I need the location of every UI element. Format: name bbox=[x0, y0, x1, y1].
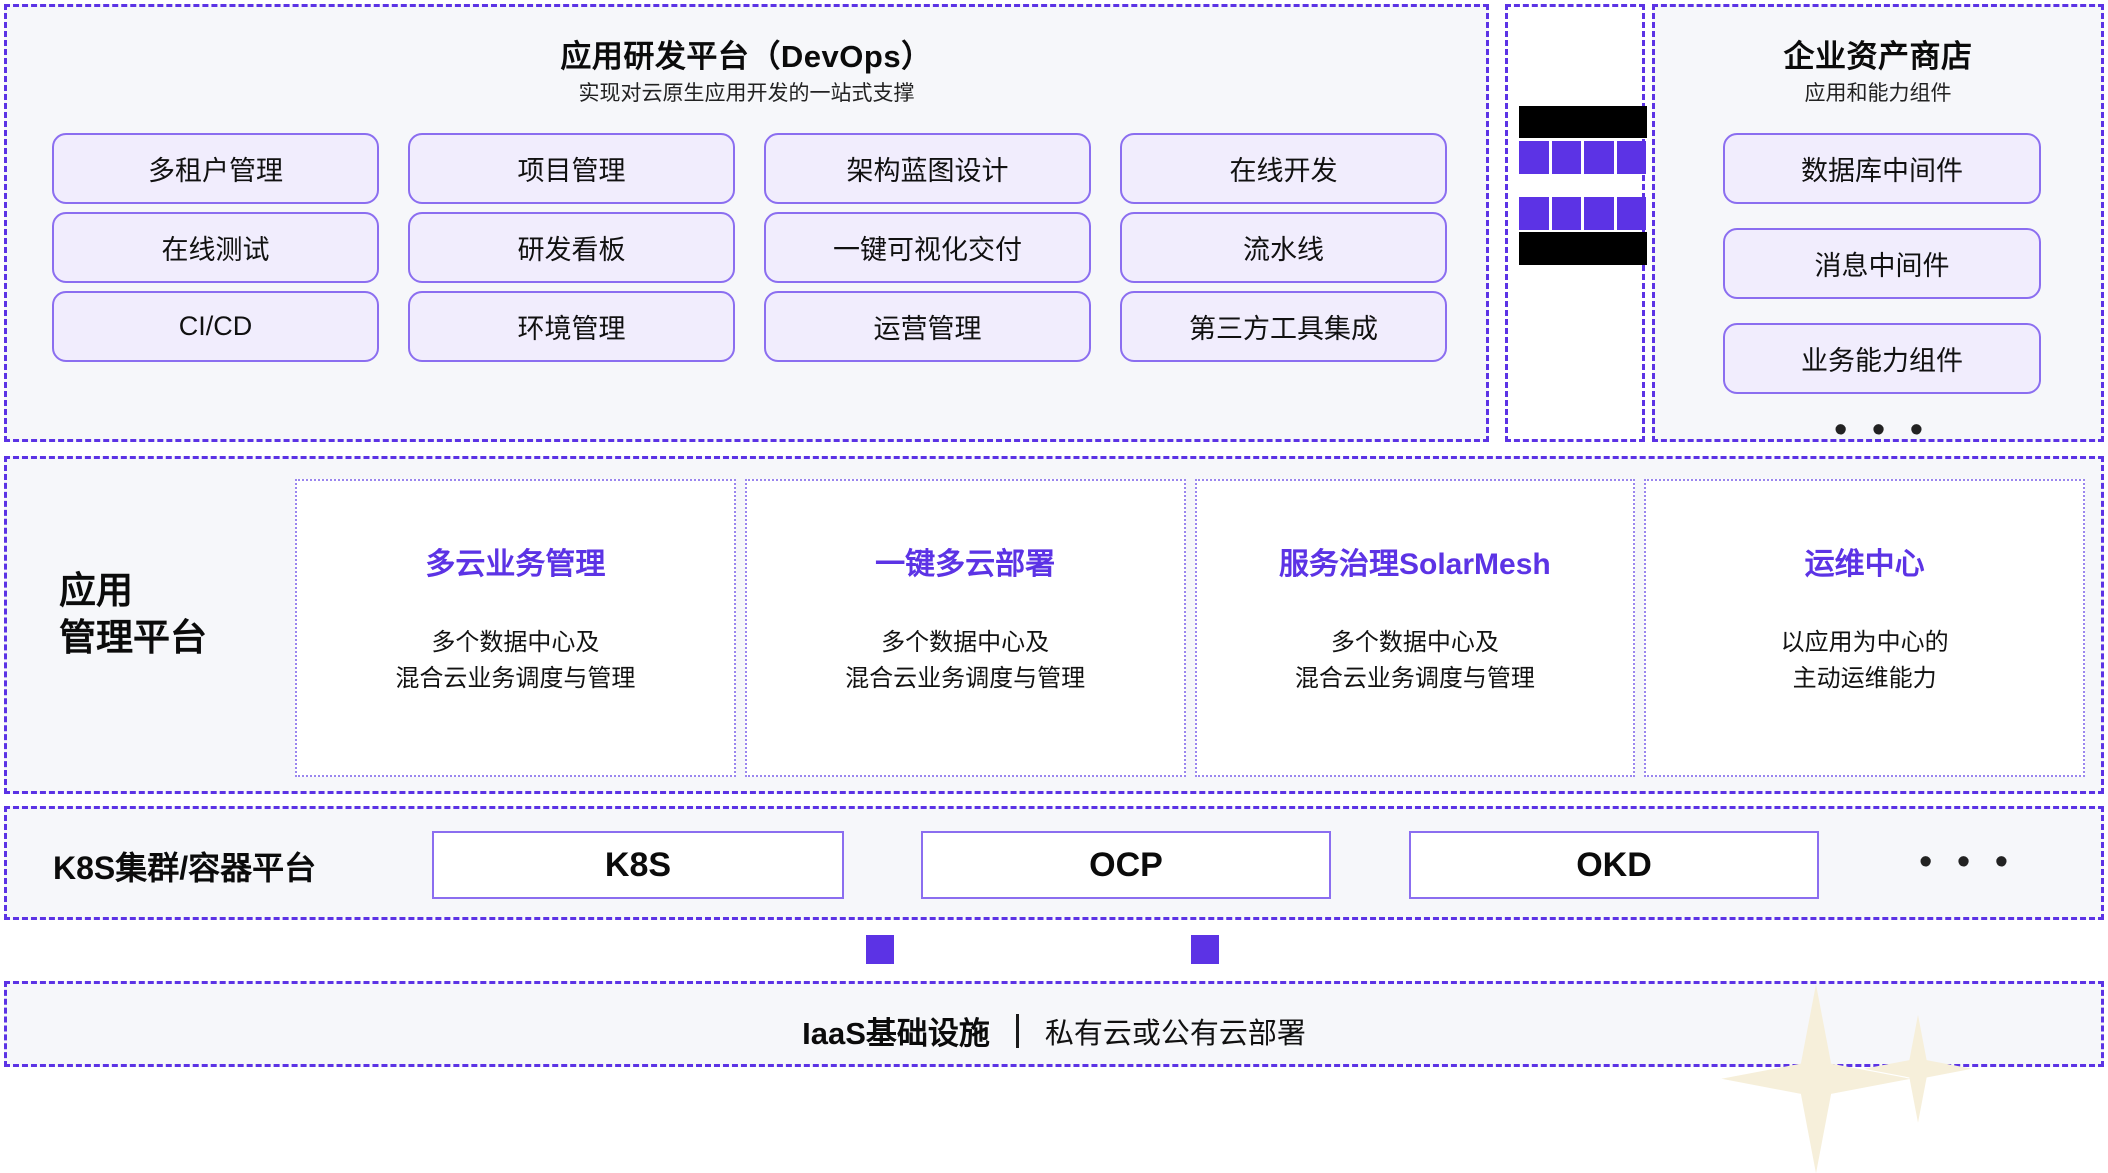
devops-tile-environment-management[interactable]: 环境管理 bbox=[408, 291, 735, 362]
mgmt-card-description: 多个数据中心及 混合云业务调度与管理 bbox=[845, 629, 1086, 693]
devops-section-subtitle: 实现对云原生应用开发的一站式支撑 bbox=[578, 82, 915, 105]
mgmt-card-service-governance-solarmesh[interactable]: 服务治理SolarMesh 多个数据中心及 混合云业务调度与管理 bbox=[1194, 479, 1636, 777]
capability-block bbox=[1519, 141, 1549, 174]
k8s-tile-okd[interactable]: OKD bbox=[1409, 831, 1819, 899]
devops-tile-online-development[interactable]: 在线开发 bbox=[1120, 133, 1447, 204]
mgmt-card-description: 多个数据中心及 混合云业务调度与管理 bbox=[395, 629, 636, 693]
iaas-title: IaaS基础设施 bbox=[802, 1016, 990, 1051]
capability-block-row-1 bbox=[1519, 141, 1646, 174]
iaas-subtitle: 私有云或公有云部署 bbox=[1044, 1017, 1306, 1050]
devops-tile-architecture-blueprint[interactable]: 架构蓝图设计 bbox=[764, 133, 1091, 204]
devops-tile-online-testing[interactable]: 在线测试 bbox=[52, 212, 379, 283]
asset-store-item-list: 数据库中间件 消息中间件 业务能力组件 bbox=[1723, 133, 2041, 394]
devops-tile-one-click-visual-delivery[interactable]: 一键可视化交付 bbox=[764, 212, 1091, 283]
capability-block bbox=[1584, 197, 1614, 230]
devops-tile-project-management[interactable]: 项目管理 bbox=[408, 133, 735, 204]
asset-item-business-capability-component[interactable]: 业务能力组件 bbox=[1723, 323, 2041, 394]
k8s-more-ellipsis-icon: • • • bbox=[1918, 841, 2016, 883]
asset-store-title: 企业资产商店 bbox=[1783, 39, 1973, 74]
asset-store-subtitle: 应用和能力组件 bbox=[1804, 82, 1952, 105]
devops-tile-multi-tenant[interactable]: 多租户管理 bbox=[52, 133, 379, 204]
mgmt-card-title: 服务治理SolarMesh bbox=[1279, 548, 1551, 581]
capability-block bbox=[1616, 141, 1646, 174]
capability-block bbox=[1616, 197, 1646, 230]
connector-square-right bbox=[1191, 935, 1219, 964]
enterprise-asset-store-section: 企业资产商店 应用和能力组件 数据库中间件 消息中间件 业务能力组件 • • • bbox=[1652, 4, 2104, 449]
redacted-label-bottom: 能力 bbox=[1519, 232, 1647, 265]
devops-tile-operations-management[interactable]: 运营管理 bbox=[764, 291, 1091, 362]
devops-tile-pipeline[interactable]: 流水线 bbox=[1120, 212, 1447, 283]
mgmt-card-description: 以应用为中心的 主动运维能力 bbox=[1780, 629, 1949, 693]
asset-item-message-middleware[interactable]: 消息中间件 bbox=[1723, 228, 2041, 299]
asset-store-more-ellipsis-icon: • • • bbox=[1833, 409, 1931, 451]
capability-block bbox=[1519, 197, 1549, 230]
capability-block bbox=[1551, 197, 1581, 230]
devops-section-title: 应用研发平台（DevOps） bbox=[560, 39, 933, 74]
middle-redacted-column-content: 能力 能力 bbox=[1505, 4, 1647, 442]
mgmt-card-title: 多云业务管理 bbox=[425, 548, 606, 581]
architecture-diagram: 应用研发平台（DevOps） 实现对云原生应用开发的一站式支撑 多租户管理 项目… bbox=[4, 4, 2104, 1173]
asset-item-database-middleware[interactable]: 数据库中间件 bbox=[1723, 133, 2041, 204]
iaas-divider bbox=[1015, 1013, 1019, 1048]
mgmt-card-title: 一键多云部署 bbox=[875, 548, 1056, 581]
capability-block-row-2 bbox=[1519, 197, 1646, 230]
app-management-platform-label: 应用 管理平台 bbox=[59, 570, 207, 659]
mgmt-card-operations-center[interactable]: 运维中心 以应用为中心的 主动运维能力 bbox=[1644, 479, 2085, 777]
devops-capability-grid: 多租户管理 项目管理 架构蓝图设计 在线开发 在线测试 研发看板 一键可视化交付… bbox=[52, 133, 1447, 362]
devops-platform-section: 应用研发平台（DevOps） 实现对云原生应用开发的一站式支撑 多租户管理 项目… bbox=[4, 4, 1489, 442]
mgmt-card-title: 运维中心 bbox=[1804, 548, 1925, 581]
devops-tile-cicd[interactable]: CI/CD bbox=[52, 291, 379, 362]
devops-tile-rnd-kanban[interactable]: 研发看板 bbox=[408, 212, 735, 283]
k8s-container-platform-section: K8S集群/容器平台 K8S OCP OKD • • • bbox=[4, 806, 2104, 920]
k8s-section-label: K8S集群/容器平台 bbox=[53, 850, 317, 886]
iaas-row: IaaS基础设施 私有云或公有云部署 bbox=[7, 1008, 2101, 1053]
app-management-card-row: 多云业务管理 多个数据中心及 混合云业务调度与管理 一键多云部署 多个数据中心及… bbox=[295, 479, 2085, 777]
iaas-infrastructure-section: IaaS基础设施 私有云或公有云部署 bbox=[4, 981, 2104, 1067]
capability-block bbox=[1584, 141, 1614, 174]
redacted-label-top: 能力 bbox=[1519, 106, 1647, 138]
app-management-platform-section: 应用 管理平台 多云业务管理 多个数据中心及 混合云业务调度与管理 一键多云部署… bbox=[4, 456, 2104, 794]
k8s-tile-k8s[interactable]: K8S bbox=[432, 831, 844, 899]
mgmt-card-description: 多个数据中心及 混合云业务调度与管理 bbox=[1294, 629, 1535, 693]
mgmt-card-multicloud-business-management[interactable]: 多云业务管理 多个数据中心及 混合云业务调度与管理 bbox=[295, 479, 736, 777]
k8s-tile-ocp[interactable]: OCP bbox=[921, 831, 1331, 899]
devops-tile-third-party-tool-integration[interactable]: 第三方工具集成 bbox=[1120, 291, 1447, 362]
connector-square-left bbox=[866, 935, 894, 964]
capability-block bbox=[1551, 141, 1581, 174]
mgmt-card-one-click-multicloud-deployment[interactable]: 一键多云部署 多个数据中心及 混合云业务调度与管理 bbox=[744, 479, 1186, 777]
